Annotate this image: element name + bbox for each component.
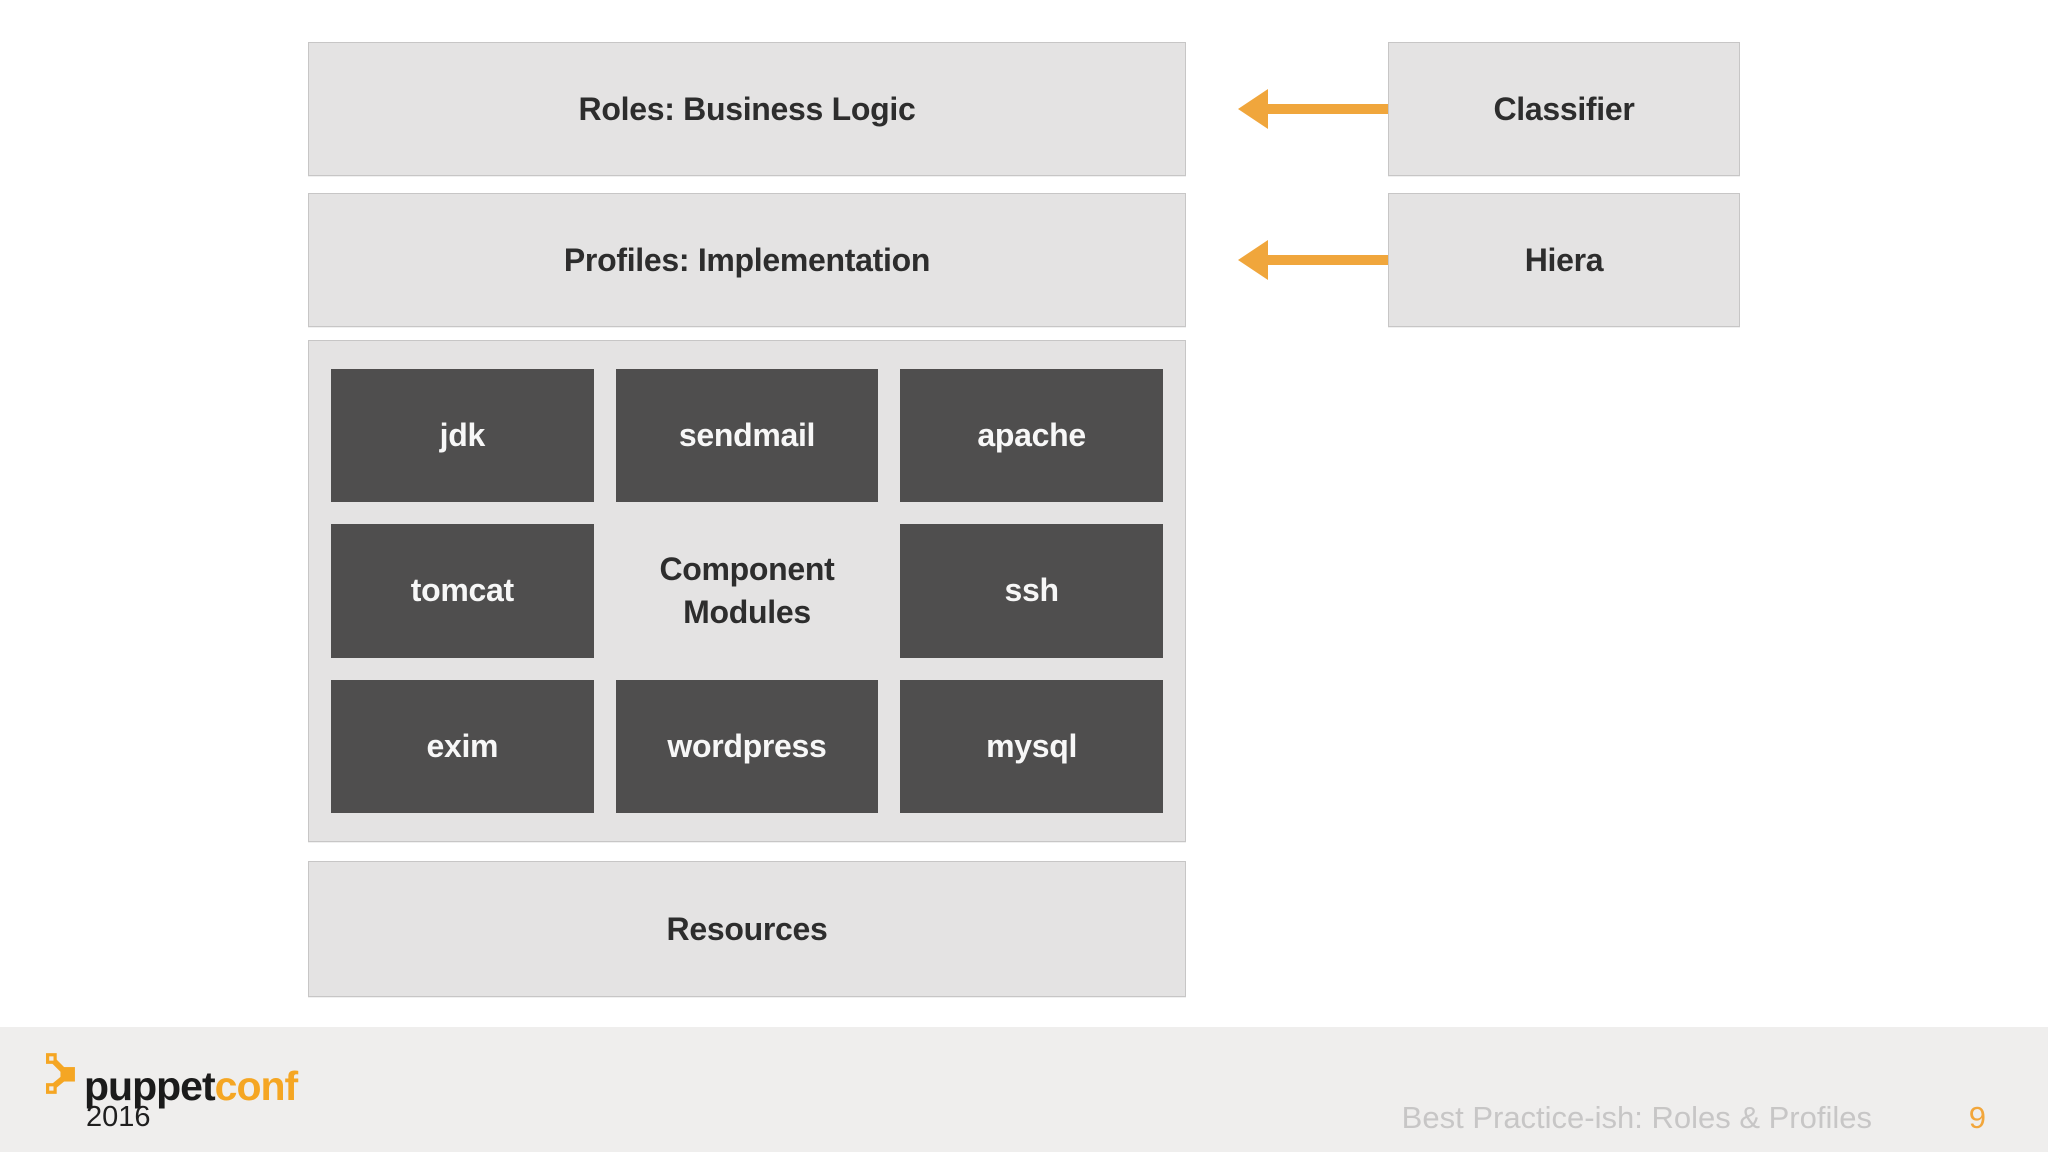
module-label: exim xyxy=(426,727,499,764)
logo-text-puppet: puppet xyxy=(84,1063,216,1109)
hiera-label: Hiera xyxy=(1524,241,1604,278)
roles-box: Roles: Business Logic xyxy=(308,42,1186,176)
puppetconf-logo: puppetconf xyxy=(84,1063,299,1109)
profiles-label: Profiles: Implementation xyxy=(563,241,931,278)
module-box-exim: exim xyxy=(331,679,594,813)
resources-label: Resources xyxy=(666,910,828,947)
footer-bar xyxy=(0,1027,2048,1152)
component-modules-line2: Modules xyxy=(683,593,811,630)
module-label: sendmail xyxy=(678,417,816,454)
module-box-tomcat: tomcat xyxy=(331,524,594,658)
logo-year: 2016 xyxy=(86,1101,151,1133)
component-modules-panel: jdk sendmail apache tomcat Component Mod… xyxy=(308,340,1186,842)
logo-text-conf: conf xyxy=(214,1063,299,1109)
resources-box: Resources xyxy=(308,861,1186,997)
module-box-ssh: ssh xyxy=(900,524,1163,658)
profiles-box: Profiles: Implementation xyxy=(308,193,1186,327)
module-label: wordpress xyxy=(667,727,827,764)
component-modules-label: Component Modules xyxy=(616,524,879,657)
classifier-box: Classifier xyxy=(1388,42,1740,176)
module-label: ssh xyxy=(1004,572,1060,609)
page-number: 9 xyxy=(1968,1100,1986,1135)
component-modules-line1: Component xyxy=(659,550,835,587)
slide-title: Best Practice-ish: Roles & Profiles xyxy=(1401,1100,1872,1135)
classifier-label: Classifier xyxy=(1493,90,1635,127)
hiera-box: Hiera xyxy=(1388,193,1740,327)
module-label: apache xyxy=(977,417,1086,454)
module-label: jdk xyxy=(439,417,486,454)
roles-label: Roles: Business Logic xyxy=(578,90,916,127)
module-label: mysql xyxy=(986,727,1078,764)
puppet-logo-icon xyxy=(46,1053,75,1094)
module-box-wordpress: wordpress xyxy=(615,679,879,813)
hiera-to-profiles-arrow-icon xyxy=(1238,240,1388,280)
module-box-mysql: mysql xyxy=(900,679,1163,813)
module-label: tomcat xyxy=(410,572,514,609)
module-box-apache: apache xyxy=(900,369,1163,503)
module-box-jdk: jdk xyxy=(331,369,594,503)
classifier-to-roles-arrow-icon xyxy=(1238,89,1388,129)
module-box-sendmail: sendmail xyxy=(615,369,879,503)
